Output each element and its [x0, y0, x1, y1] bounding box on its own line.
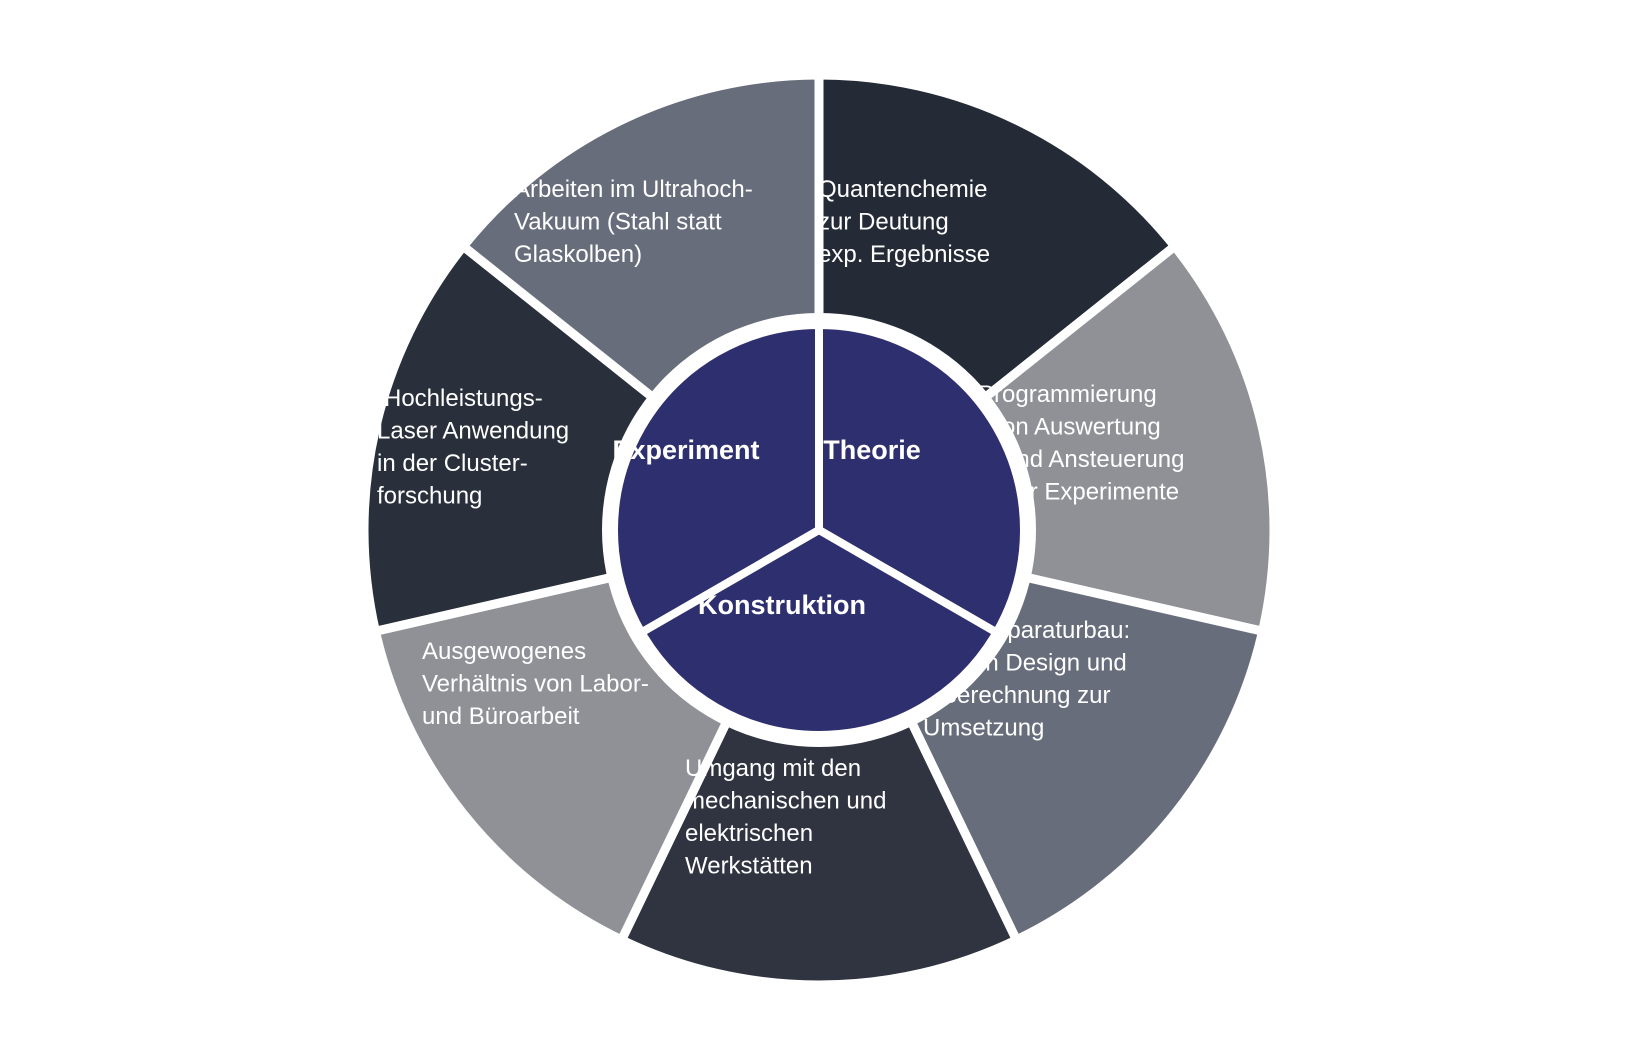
segment-label-quantenchemie: Quantenchemie zur Deutung exp. Ergebnisse	[818, 176, 990, 268]
segment-label-line: elektrischen	[685, 820, 813, 847]
segment-label-line: Umgang mit den	[685, 755, 861, 782]
segment-label-line: und Büroarbeit	[422, 703, 580, 730]
segment-label-line: Ausgewogenes	[422, 638, 586, 665]
core-label-theorie: Theorie	[823, 435, 921, 465]
segment-label-line: Quantenchemie	[818, 176, 987, 203]
segment-label-line: mechanischen und	[685, 788, 886, 815]
segment-label-line: Umsetzung	[923, 715, 1044, 742]
segment-label-line: Laser Anwendung	[377, 418, 569, 445]
segment-werkstaetten	[615, 519, 1023, 990]
segment-label-line: Arbeiten im Ultrahoch-	[514, 176, 753, 203]
segment-label-line: Programmierung	[978, 381, 1157, 408]
segment-label-line: Glaskolben)	[514, 241, 642, 268]
segment-label-line: Vakuum (Stahl statt	[514, 209, 722, 236]
core-sector-konstruktion	[635, 525, 1003, 740]
segment-label-line: Hochleistungs-	[384, 385, 543, 412]
segment-label-line: Verhältnis von Labor-	[422, 671, 649, 698]
segment-label-programmierung: Programmierung von Auswertung und Ansteuer…	[978, 381, 1185, 506]
segment-label-line: forschung	[377, 483, 482, 510]
segment-label-line: zur Deutung	[818, 209, 949, 236]
core-label-experiment: Experiment	[612, 435, 759, 465]
segment-label-werkstaetten: Umgang mit den mechanischen und elektrisch…	[685, 755, 886, 880]
segment-label-line: von Auswertung	[990, 414, 1161, 441]
segment-label-line: in der Cluster-	[377, 450, 528, 477]
segment-label-line: und Ansteuerung	[1003, 446, 1185, 473]
segment-label-laser: Hochleistungs- Laser Anwendung in der Clus…	[377, 385, 569, 510]
segment-label-line: Werkstätten	[685, 853, 813, 880]
segment-label-line: exp. Ergebnisse	[818, 241, 990, 268]
core-label-konstruktion: Konstruktion	[698, 590, 866, 620]
segment-label-ultrahochvakuum: Arbeiten im Ultrahoch- Vakuum (Stahl stat…	[514, 176, 753, 268]
